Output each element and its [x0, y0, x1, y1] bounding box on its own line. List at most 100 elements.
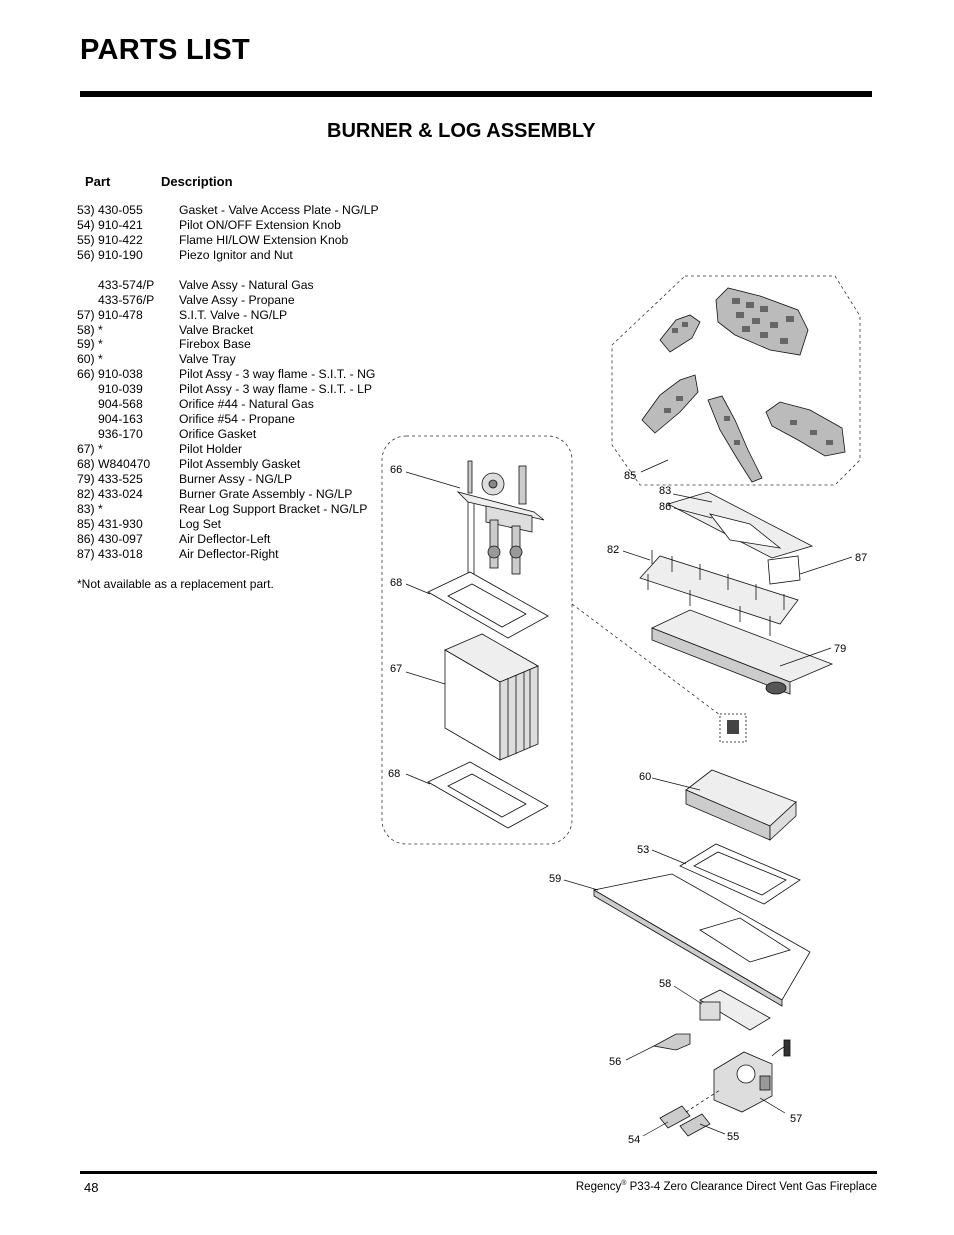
part-number: 53) 430-055 [77, 203, 143, 217]
page-number: 48 [84, 1180, 99, 1195]
part-number: 67) * [77, 442, 103, 456]
burner-grate-drawing [639, 550, 799, 636]
part-number: 83) * [77, 501, 103, 516]
part-description: Piezo Ignitor and Nut [179, 247, 293, 262]
part-description: Air Deflector-Left [179, 531, 271, 546]
parts-row: 66) 910-038 Pilot Assy - 3 way flame - S.… [77, 367, 407, 382]
valve-tray-drawing [685, 769, 797, 841]
column-header-part: Part [85, 174, 111, 189]
part-description: Valve Tray [179, 352, 236, 367]
parts-row: 67) * Pilot Holder [77, 442, 407, 457]
header-rule [80, 91, 872, 97]
part-number: 87) 433-018 [77, 546, 143, 561]
parts-row: 53) 430-055 Gasket - Valve Access Plate -… [77, 203, 407, 218]
part-number: 936-170 [98, 427, 143, 442]
part-number: 433-574/P [98, 277, 155, 292]
column-header-description: Description [161, 174, 233, 189]
parts-row: 56) 910-190 Piezo Ignitor and Nut [77, 248, 407, 263]
footnote: *Not available as a replacement part. [77, 577, 274, 591]
parts-list: 53) 430-055 Gasket - Valve Access Plate -… [77, 203, 407, 562]
part-number: 904-163 [98, 412, 143, 427]
callout-59: 59 [549, 873, 561, 885]
parts-row: 83) * Rear Log Support Bracket - NG/LP [77, 502, 407, 517]
part-description: Valve Bracket [179, 322, 254, 337]
part-description: Valve Assy - Natural Gas [179, 277, 314, 292]
part-description: S.I.T. Valve - NG/LP [179, 307, 288, 322]
burner-drawing [650, 609, 834, 695]
footer-brand: Regency [575, 1180, 622, 1193]
part-number: 66) 910-038 [77, 367, 143, 382]
part-description: Orifice #54 - Propane [179, 412, 295, 427]
part-description: Pilot Assembly Gasket [179, 456, 301, 471]
callout-87: 87 [855, 552, 867, 564]
callout-60: 60 [639, 771, 651, 783]
parts-row: 60) * Valve Tray [77, 352, 407, 367]
callout-68: 68 [388, 768, 400, 780]
part-number: 54) 910-421 [77, 217, 143, 232]
callout-56: 56 [609, 1056, 621, 1068]
parts-row: 904-163 Orifice #54 - Propane [77, 412, 407, 427]
parts-row: 904-568 Orifice #44 - Natural Gas [77, 397, 407, 412]
part-number: 57) 910-478 [77, 307, 143, 322]
parts-row: 79) 433-525 Burner Assy - NG/LP [77, 472, 407, 487]
part-description: Orifice #44 - Natural Gas [179, 397, 314, 412]
part-number: 68) W840470 [77, 456, 151, 471]
callout-85: 85 [624, 470, 636, 482]
part-number: 79) 433-525 [77, 471, 143, 486]
part-number: 85) 431-930 [77, 516, 143, 531]
part-description: Burner Assy - NG/LP [179, 471, 293, 486]
part-description: Pilot ON/OFF Extension Knob [179, 217, 341, 232]
callout-86: 86 [659, 501, 671, 513]
callout-67: 67 [390, 663, 402, 675]
footer-product: P33-4 Zero Clearance Direct Vent Gas Fir… [626, 1180, 877, 1193]
part-number: 56) 910-190 [77, 247, 143, 262]
callout-66: 66 [390, 464, 402, 476]
part-description: Gasket - Valve Access Plate - NG/LP [179, 203, 379, 217]
parts-row: 68) W840470 Pilot Assembly Gasket [77, 457, 407, 472]
part-description: Pilot Holder [179, 442, 242, 456]
callout-53: 53 [637, 844, 649, 856]
part-description: Pilot Assy - 3 way flame - S.I.T. - NG [179, 367, 376, 382]
callout-58: 58 [659, 978, 671, 990]
part-description: Valve Assy - Propane [179, 292, 295, 307]
extension-knobs-drawing [659, 1105, 711, 1137]
parts-row: 433-576/P Valve Assy - Propane [77, 293, 407, 308]
parts-row: 57) 910-478 S.I.T. Valve - NG/LP [77, 308, 407, 323]
footer-rule [80, 1171, 877, 1174]
part-number: 60) * [77, 352, 103, 367]
part-number: 82) 433-024 [77, 486, 143, 501]
firebox-base-drawing [592, 873, 811, 1007]
registered-mark: ® [621, 1180, 627, 1187]
parts-row: 59) * Firebox Base [77, 337, 407, 352]
part-number: 86) 430-097 [77, 531, 143, 546]
pilot-assembly-enclosure [381, 435, 573, 845]
callout-83: 83 [659, 485, 671, 497]
parts-row: 86) 430-097 Air Deflector-Left [77, 532, 407, 547]
part-description: Rear Log Support Bracket - NG/LP [179, 501, 368, 516]
callout-79: 79 [834, 643, 846, 655]
page-title: PARTS LIST [80, 34, 251, 66]
part-number: 433-576/P [98, 292, 155, 307]
part-description: Log Set [179, 516, 222, 531]
callout-54: 54 [628, 1134, 640, 1146]
gas-valve-drawing [713, 1039, 791, 1113]
part-number: 910-039 [98, 382, 143, 397]
callout-82: 82 [607, 544, 619, 556]
part-number: 59) * [77, 337, 103, 352]
part-description: Flame HI/LOW Extension Knob [179, 232, 349, 247]
callout-68: 68 [390, 577, 402, 589]
parts-row: 58) *Valve Bracket [77, 323, 407, 338]
parts-row: 433-574/P Valve Assy - Natural Gas [77, 278, 407, 293]
pilot-assembly-drawing [456, 460, 545, 585]
pilot-holder-drawing [444, 633, 539, 761]
parts-row: 54) 910-421 Pilot ON/OFF Extension Knob [77, 218, 407, 233]
part-number: 904-568 [98, 397, 143, 412]
part-description: Firebox Base [179, 337, 251, 352]
section-title: BURNER & LOG ASSEMBLY [327, 120, 596, 142]
